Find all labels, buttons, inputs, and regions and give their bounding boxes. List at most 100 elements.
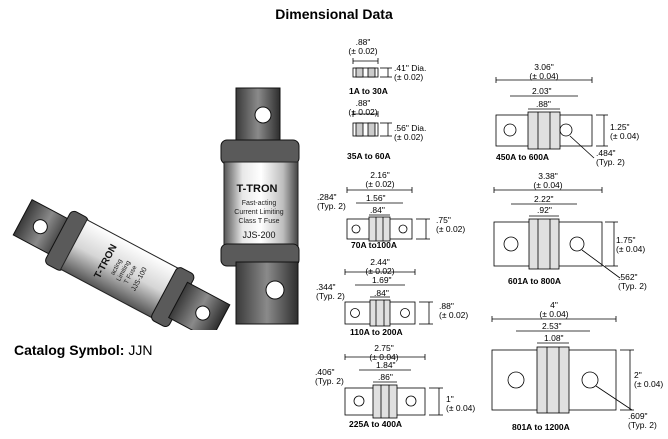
d4-height-value: .88" <box>439 301 454 311</box>
d7-hole: .562"(Typ. 2) <box>618 273 647 291</box>
d2-dia: .56" Dia.(± 0.02) <box>394 124 426 142</box>
d3-height-tol: (± 0.02) <box>436 224 466 234</box>
d8-hole-typ: (Typ. 2) <box>628 420 657 430</box>
d3-height-value: .75" <box>436 215 451 225</box>
fuse-large-model: JJS-200 <box>242 230 275 240</box>
catalog-symbol: Catalog Symbol: JJN <box>14 342 152 358</box>
d7-overall: 3.38"(± 0.04) <box>528 172 568 190</box>
d8-inner: 2.53" <box>542 321 562 331</box>
d8-body: 1.08" <box>544 333 564 343</box>
d6-body: .88" <box>536 99 551 109</box>
d5-inner: 1.84" <box>376 360 396 370</box>
page-title: Dimensional Data <box>275 6 393 22</box>
drawing-70a-100a <box>346 187 430 242</box>
d8-caption: 801A to 1200A <box>512 422 570 432</box>
d3-caption: 70A to100A <box>351 240 397 250</box>
d7-height-value: 1.75" <box>616 235 636 245</box>
d4-hole-value: .344" <box>316 282 336 292</box>
d2-length-value: .88" <box>355 98 371 108</box>
d7-height-tol: (± 0.04) <box>616 244 646 254</box>
d2-dia-value: .56" Dia. <box>394 123 427 133</box>
d5-hole: .406"(Typ. 2) <box>315 368 344 386</box>
d3-inner: 1.56" <box>366 193 386 203</box>
drawing-225a-400a <box>344 354 443 419</box>
d8-overall: 4"(± 0.04) <box>534 301 574 319</box>
d5-overall: 2.75"(± 0.04) <box>364 344 404 362</box>
fuse-large-bottom-hole <box>265 280 285 300</box>
drawing-450a-600a <box>495 77 608 159</box>
d4-height-tol: (± 0.02) <box>439 310 469 320</box>
d1-length-tol: (± 0.02) <box>348 46 378 56</box>
d4-height: .88"(± 0.02) <box>439 302 468 320</box>
drawing-35a-60a <box>352 111 392 137</box>
d2-caption: 35A to 60A <box>347 151 391 161</box>
d3-hole-value: .284" <box>317 192 337 202</box>
d2-dia-tol: (± 0.02) <box>394 132 424 142</box>
d1-caption: 1A to 30A <box>349 86 388 96</box>
d5-height-tol: (± 0.04) <box>446 403 476 413</box>
d4-hole: .344"(Typ. 2) <box>316 283 345 301</box>
fuse-large-brand: T-TRON <box>237 183 278 195</box>
d7-caption: 601A to 800A <box>508 276 562 286</box>
fuse-small: T-TRON acting Limiting T Fuse JJS-100 <box>12 198 231 330</box>
d1-length-value: .88" <box>355 37 371 47</box>
d4-hole-typ: (Typ. 2) <box>316 291 345 301</box>
d6-height-tol: (± 0.04) <box>610 131 640 141</box>
drawing-110a-200a <box>344 269 433 327</box>
d4-caption: 110A to 200A <box>350 327 403 337</box>
fuse-photo: T-TRON Fast-acting Current Limiting Clas… <box>12 87 300 330</box>
d8-height: 2"(± 0.04) <box>634 371 663 389</box>
d5-height-value: 1" <box>446 394 454 404</box>
d8-overall-value: 4" <box>550 300 558 310</box>
d7-overall-value: 3.38" <box>538 171 558 181</box>
d2-length-tol: (± 0.02) <box>348 107 378 117</box>
d6-overall-tol: (± 0.04) <box>529 71 559 81</box>
d6-hole-value: .484" <box>596 148 616 158</box>
d3-overall-tol: (± 0.02) <box>365 179 395 189</box>
d3-body: .84" <box>370 205 385 215</box>
d8-height-tol: (± 0.04) <box>634 379 664 389</box>
d3-height: .75"(± 0.02) <box>436 216 465 234</box>
fuse-small-right-hole <box>195 305 211 321</box>
d1-dia-value: .41" Dia. <box>394 63 427 73</box>
fuse-large-line1: Fast-acting <box>242 200 277 207</box>
d8-overall-tol: (± 0.04) <box>539 309 569 319</box>
drawing-1a-30a <box>352 58 392 78</box>
d5-caption: 225A to 400A <box>349 419 403 429</box>
d1-dia-tol: (± 0.02) <box>394 72 424 82</box>
fuse-large-line2: Current Limiting <box>234 209 284 216</box>
d8-height-value: 2" <box>634 370 642 380</box>
d5-overall-tol: (± 0.04) <box>369 352 399 362</box>
d4-inner: 1.69" <box>372 275 392 285</box>
d4-overall: 2.44"(± 0.02) <box>360 258 400 276</box>
d1-dia: .41" Dia.(± 0.02) <box>394 64 426 82</box>
d4-overall-tol: (± 0.02) <box>365 266 395 276</box>
d4-body: .84" <box>374 288 389 298</box>
d6-height-value: 1.25" <box>610 122 630 132</box>
d6-inner: 2.03" <box>532 86 552 96</box>
d7-hole-typ: (Typ. 2) <box>618 281 647 291</box>
d3-hole-typ: (Typ. 2) <box>317 201 346 211</box>
fuse-small-left-hole <box>32 219 48 235</box>
fuse-large-line3: Class T Fuse <box>239 218 280 225</box>
d5-hole-value: .406" <box>315 367 335 377</box>
fuse-large-top-hole <box>254 106 272 124</box>
d3-overall: 2.16"(± 0.02) <box>360 171 400 189</box>
d7-inner: 2.22" <box>534 194 554 204</box>
d2-length: .88"(± 0.02) <box>345 99 381 117</box>
drawing-801a-1200a <box>491 316 634 414</box>
drawing-601a-800a <box>493 187 621 279</box>
d7-overall-tol: (± 0.04) <box>533 180 563 190</box>
d5-overall-value: 2.75" <box>374 343 394 353</box>
d6-hole-typ: (Typ. 2) <box>596 157 625 167</box>
fuse-large: T-TRON Fast-acting Current Limiting Clas… <box>220 87 300 325</box>
d7-hole-value: .562" <box>618 272 638 282</box>
catalog-value: JJN <box>128 342 153 358</box>
d6-overall-value: 3.06" <box>534 62 554 72</box>
d5-hole-typ: (Typ. 2) <box>315 376 344 386</box>
d8-hole: .609"(Typ. 2) <box>628 412 657 430</box>
d3-overall-value: 2.16" <box>370 170 390 180</box>
d4-overall-value: 2.44" <box>370 257 390 267</box>
d3-hole: .284"(Typ. 2) <box>317 193 346 211</box>
